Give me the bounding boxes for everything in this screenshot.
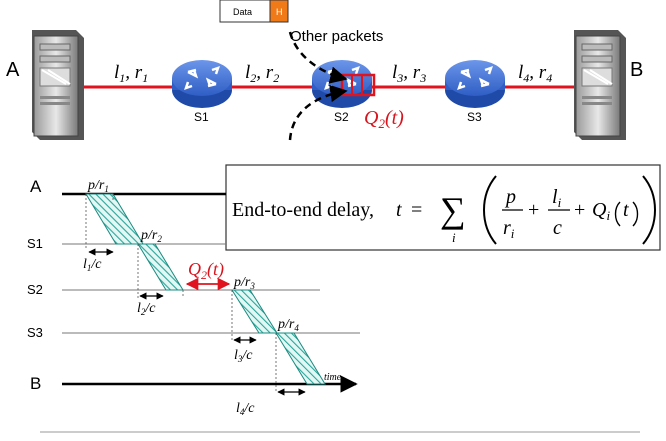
queue-label: Q2(t) (364, 107, 404, 131)
formula-box (225, 164, 661, 251)
formula-l: li (552, 186, 562, 210)
formula-lhs: t (396, 199, 402, 221)
prop-label-2: l2/c (137, 301, 156, 317)
link-4-label: l4, r4 (518, 62, 552, 85)
prop-label-4: l4/c (236, 401, 255, 417)
formula-r: ri (503, 217, 515, 241)
router-s3-icon (445, 60, 505, 108)
row-label-s2: S2 (27, 282, 43, 297)
other-packets-flow-in (288, 31, 348, 84)
queue-delay-label: Q2(t) (188, 259, 224, 282)
router-s2-label: S2 (334, 110, 349, 124)
tx-label-2: p/r2 (140, 228, 162, 244)
prop-label-3: l3/c (234, 348, 253, 364)
formula-plus-1: + (528, 199, 539, 221)
formula-sum: ∑ (440, 190, 466, 230)
link-1-label: l1, r1 (114, 62, 148, 85)
formula-eq: = (411, 199, 422, 221)
packet-data-label: Data (233, 7, 252, 17)
host-a-label: A (6, 59, 20, 81)
formula-q: Qi (592, 199, 610, 223)
formula-p: p (504, 186, 516, 208)
transmission-band-s1-s2 (137, 243, 184, 291)
row-label-s3: S3 (27, 325, 43, 340)
other-packets-label: Other packets (290, 28, 383, 45)
tx-label-4: p/r4 (277, 317, 299, 333)
formula-arg: t (623, 199, 629, 221)
router-s1-icon (172, 60, 232, 108)
transmission-band-s3-b (275, 332, 326, 385)
host-b-server-icon (574, 30, 626, 140)
time-axis-label: time (324, 372, 342, 383)
other-packets-flow-in-lower (288, 84, 348, 141)
formula-sum-index: i (452, 230, 456, 245)
router-s1-label: S1 (194, 110, 209, 124)
host-b-label: B (630, 59, 643, 81)
packet-icon (219, 0, 289, 23)
packet-header-label: H (276, 7, 283, 17)
formula-left-paren (483, 175, 497, 245)
link-2-label: l2, r2 (245, 62, 279, 85)
row-label-a: A (30, 177, 42, 196)
formula-plus-2: + (574, 199, 585, 221)
host-a-server-icon (32, 30, 84, 140)
transmission-band-a-s1 (85, 193, 144, 245)
row-label-b: B (30, 374, 41, 393)
transmission-band-s2-s3 (231, 289, 278, 334)
tx-label-1: p/r1 (87, 178, 109, 194)
formula-lead: End-to-end delay, (232, 199, 374, 221)
formula-right-paren (642, 175, 656, 245)
tx-label-3: p/r3 (233, 275, 255, 291)
row-label-s1: S1 (27, 236, 43, 251)
prop-label-1: l1/c (83, 257, 102, 273)
formula-c: c (553, 217, 562, 239)
router-s3-label: S3 (467, 110, 482, 124)
link-3-label: l3, r3 (392, 62, 426, 85)
